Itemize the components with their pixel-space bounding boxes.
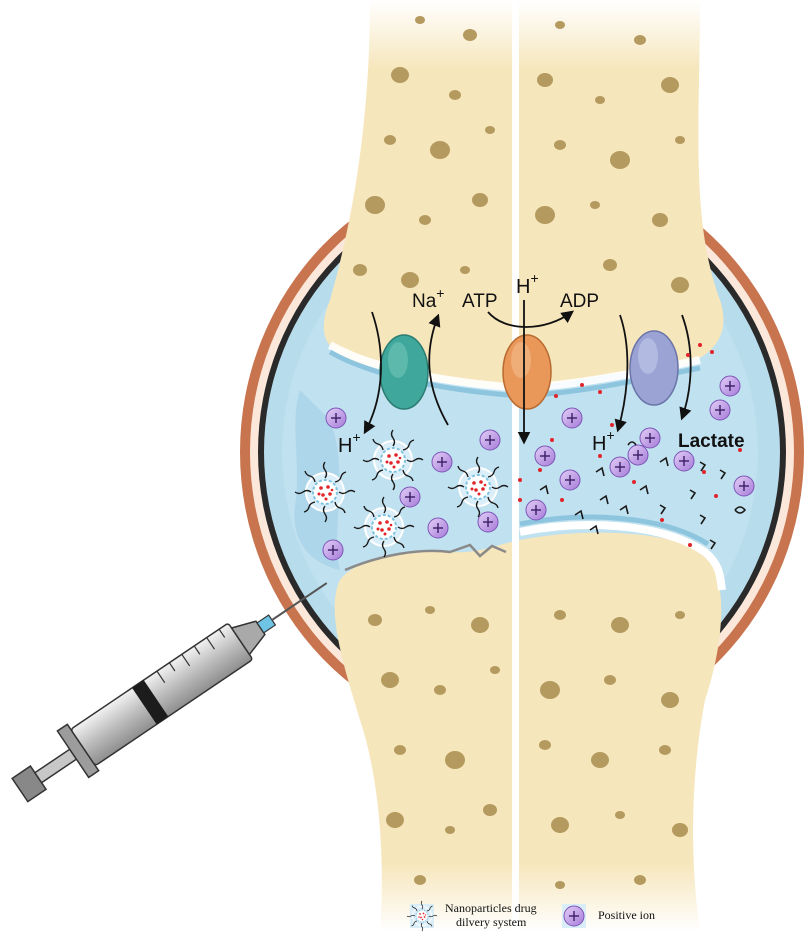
center-divider (512, 0, 519, 932)
lactate-arrow (679, 314, 692, 421)
upper-bone (323, 0, 724, 399)
positive-ion-icon (427, 517, 449, 539)
legend-ion-label: Positive ion (598, 908, 655, 922)
positive-ion-icon (561, 407, 583, 429)
positive-ion-icon (719, 375, 741, 397)
label-lactate: Lactate (678, 431, 745, 452)
h-arrow-right (614, 314, 629, 433)
proton-pump-icon (502, 334, 552, 410)
positive-ion-icon (609, 456, 631, 478)
label-adp: ADP (560, 291, 599, 312)
legend: Nanoparticles drug dilvery system Positi… (406, 900, 655, 932)
positive-ion-icon (525, 499, 547, 521)
lower-bone (334, 514, 726, 932)
ion-labels: Na+ ATP H+ ADP H+ H+ Lactate (338, 270, 745, 457)
label-h-top: H+ (516, 270, 539, 298)
positive-ion-icon (673, 450, 695, 472)
red-dots (518, 343, 742, 547)
label-atp: ATP (462, 291, 498, 312)
legend-nano-line1: Nanoparticles drug (445, 901, 537, 915)
legend-nanoparticle-icon (406, 900, 438, 932)
label-h-right: H+ (592, 427, 615, 455)
mct-transporter-icon (629, 330, 679, 406)
legend-nano-line2: dilvery system (456, 915, 527, 929)
legend-positive-ion-icon (562, 904, 586, 928)
positive-ion-icon (431, 451, 453, 473)
flux-arrows (363, 300, 692, 445)
positive-ion-icon (639, 427, 661, 449)
lactate-molecules (539, 441, 747, 550)
positive-ion-icon (709, 399, 731, 421)
positive-ion-icon (534, 445, 556, 467)
positive-ion-icon (479, 429, 501, 451)
bone-pores (353, 16, 689, 889)
positive-ion-icon (627, 444, 649, 466)
atp-adp-arrow (487, 310, 575, 328)
positive-ion-icon (559, 469, 581, 491)
label-h-left: H+ (338, 429, 361, 457)
positive-ion-icon (325, 407, 347, 429)
positive-ion-icon (322, 539, 344, 561)
positive-ion-icon (733, 475, 755, 497)
label-na: Na+ (412, 285, 444, 312)
positive-ion-icon (477, 511, 499, 533)
positive-ion-icon (399, 486, 421, 508)
h-inflow-arrow-left (363, 311, 382, 435)
na-outflow-arrow (428, 313, 449, 426)
syringe-icon (11, 582, 328, 803)
nhe-transporter-icon (379, 334, 429, 410)
